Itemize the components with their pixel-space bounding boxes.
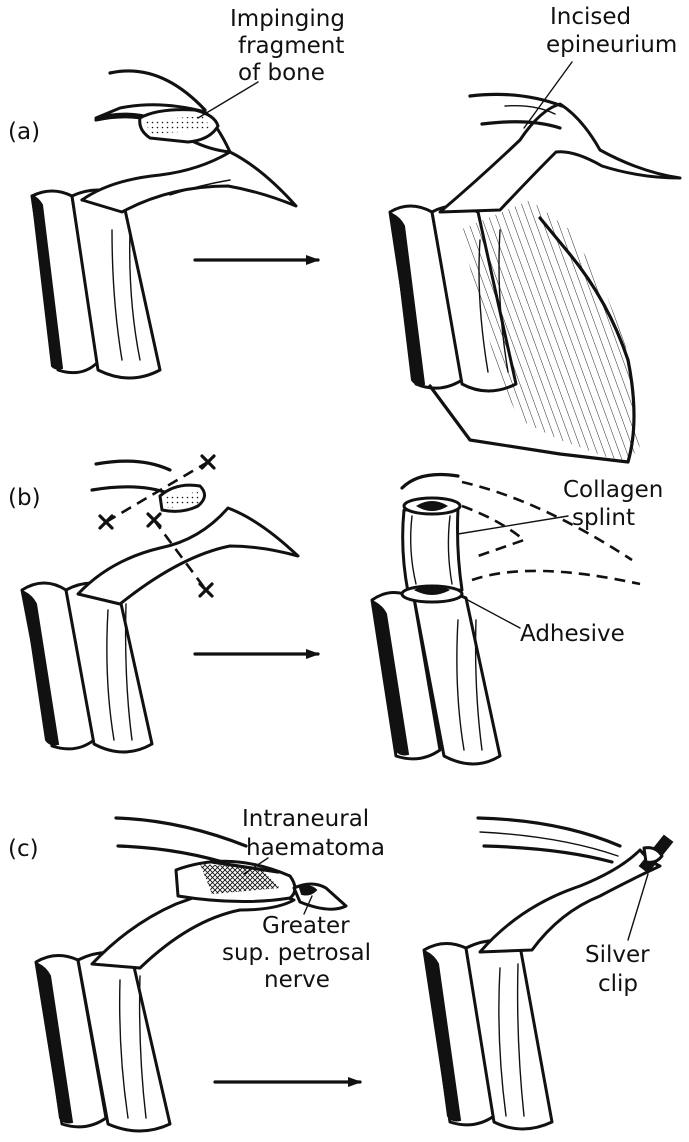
label-silver: Silver <box>585 942 650 968</box>
panel-b-tag: (b) <box>8 485 41 511</box>
label-nerve: nerve <box>264 967 330 993</box>
panel-c: (c) Intraneural haematoma Greater sup. p… <box>8 806 672 1131</box>
label-impinging: Impinging <box>230 6 345 32</box>
panel-b-after-nerve <box>372 475 500 765</box>
leader-silver-clip <box>628 874 648 940</box>
label-collagen: Collagen <box>563 477 663 503</box>
label-adhesive: Adhesive <box>520 621 625 647</box>
panel-a-tag: (a) <box>8 119 40 145</box>
label-haematoma: haematoma <box>246 835 385 861</box>
label-greater: Greater <box>262 913 350 939</box>
label-intraneural: Intraneural <box>242 806 369 832</box>
panel-a-after-nerve <box>390 94 680 462</box>
label-clip: clip <box>598 971 638 997</box>
impinging-bone-fragment <box>140 110 218 142</box>
label-sup-petrosal: sup. petrosal <box>222 940 371 966</box>
label-epineurium: epineurium <box>546 32 677 58</box>
label-of-bone: of bone <box>238 60 325 86</box>
panel-b-before-nerve <box>22 461 298 752</box>
label-splint: splint <box>572 505 635 531</box>
label-incised: Incised <box>550 4 631 30</box>
leader-bone-fragment <box>198 82 258 118</box>
label-fragment: fragment <box>238 33 344 59</box>
panel-c-tag: (c) <box>8 836 39 862</box>
panel-a: (a) Impinging fragment of bone <box>8 4 680 462</box>
panel-b: (b) <box>8 456 663 764</box>
